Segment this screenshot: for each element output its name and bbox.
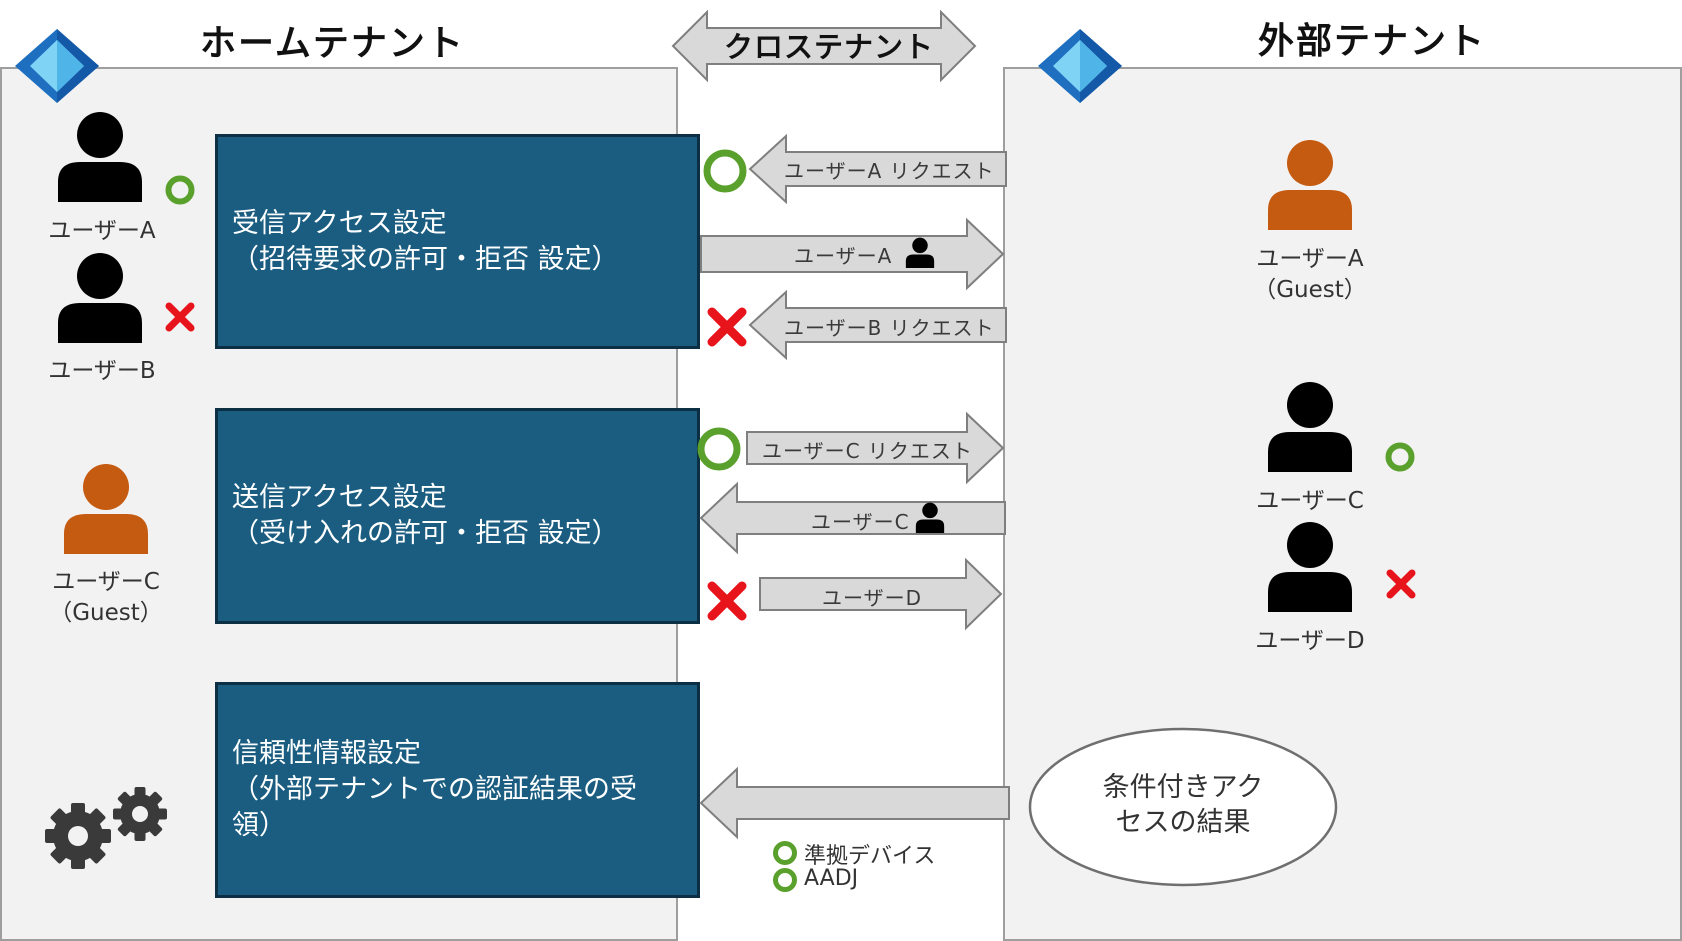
compliant-device-label: 準拠デバイス [804,844,936,869]
person-icon [1268,140,1352,230]
conditional-access-line-1: 条件付きアク [1102,772,1264,803]
red-x-icon [1386,569,1416,599]
home-user-c-label: ユーザーC [52,569,160,595]
external-user-a-label: ユーザーA [1256,246,1364,272]
home-user-c-guest: （Guest） [49,600,163,626]
arrow-user-c-request-label: ユーザーC リクエスト [762,439,973,463]
external-tenant-title: 外部テナント [1258,21,1487,62]
aadj-label: AADJ [804,866,859,891]
green-circle-icon [703,149,747,193]
trust-settings-desc-1: （外部テナントでの認証結果の受 [232,774,637,805]
person-icon [905,237,935,268]
cross-tenant-arrow [671,9,977,83]
arrow-user-a-label: ユーザーA [794,244,893,268]
arrow-user-c-request [746,411,1005,485]
inbound-access-settings: 受信アクセス設定 （招待要求の許可・拒否 設定） [215,134,700,349]
arrow-user-d [759,557,1003,631]
arrow-user-a-invite [700,217,1005,291]
person-icon [915,502,945,533]
trust-settings-title: 信頼性情報設定 [232,738,421,769]
entra-id-diamond-icon [1038,29,1122,103]
green-circle-icon [1385,442,1415,472]
inbound-settings-desc: （招待要求の許可・拒否 設定） [232,243,619,275]
person-icon [58,112,142,202]
red-x-icon [165,302,195,332]
conditional-access-label: 条件付きアク セスの結果 [1063,770,1303,840]
arrow-user-a-request [748,133,1007,205]
red-x-icon [707,307,747,347]
red-x-icon [707,581,747,621]
outbound-access-settings: 送信アクセス設定 （受け入れの許可・拒否 設定） [215,408,700,624]
trust-settings-desc-2: 領） [232,810,286,841]
gears-icon [45,787,167,869]
arrow-user-a-request-label: ユーザーA リクエスト [784,159,995,183]
green-circle-icon [773,841,797,865]
inbound-settings-title: 受信アクセス設定 [232,207,447,239]
green-circle-icon [165,175,195,205]
conditional-access-ellipse [1028,727,1338,887]
arrow-user-c-accept [699,481,1006,555]
person-icon [64,464,148,554]
home-user-a-label: ユーザーA [48,218,156,244]
entra-id-diamond-icon [15,29,99,103]
trust-settings: 信頼性情報設定 （外部テナントでの認証結果の受 領） [215,682,700,898]
outbound-settings-desc: （受け入れの許可・拒否 設定） [232,518,619,549]
arrow-user-b-request [748,289,1007,361]
external-user-d-label: ユーザーD [1255,628,1365,654]
arrow-trust-claims [699,766,1010,840]
green-circle-icon [773,868,797,892]
home-tenant-title: ホームテナント [200,23,465,64]
arrow-user-c-label: ユーザーC [811,510,910,534]
conditional-access-line-2: セスの結果 [1115,807,1251,838]
home-user-b-label: ユーザーB [48,358,156,384]
external-user-c-label: ユーザーC [1256,488,1364,514]
arrow-user-d-label: ユーザーD [822,586,923,610]
outbound-settings-title: 送信アクセス設定 [232,482,447,513]
external-user-a-guest: （Guest） [1253,277,1367,303]
arrow-user-b-request-label: ユーザーB リクエスト [784,316,995,340]
person-icon [58,253,142,343]
green-circle-icon [697,427,741,471]
cross-tenant-title: クロステナント [724,30,935,64]
person-icon [1268,382,1352,472]
person-icon [1268,522,1352,612]
